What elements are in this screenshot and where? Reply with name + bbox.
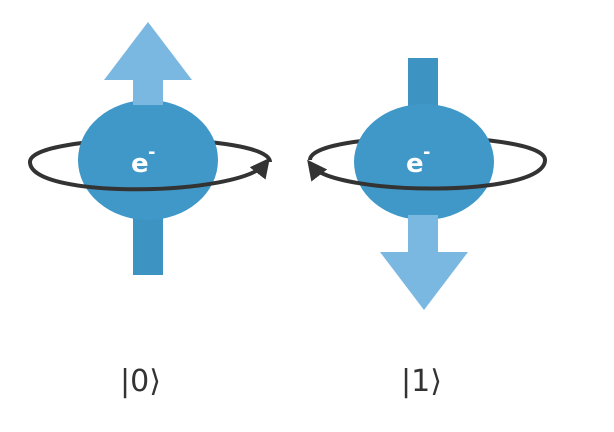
electron-charge: - (148, 142, 155, 163)
spin-up-arrow-head (104, 22, 192, 80)
electron-spin-down: e - (307, 58, 547, 310)
electron-symbol: e (406, 149, 424, 179)
state-label-one: |1⟩ (401, 364, 442, 399)
spin-down-arrow-head (380, 252, 468, 310)
electron-symbol: e (131, 149, 149, 179)
electron-sphere (354, 104, 494, 220)
state-label-zero: |0⟩ (120, 364, 161, 399)
spin-arrow-shaft-lower (408, 215, 438, 255)
orbit-front-left (28, 157, 270, 192)
electron-charge: - (423, 142, 430, 163)
orbit-front-right (307, 159, 547, 191)
electron-spin-up: e - (28, 22, 272, 275)
